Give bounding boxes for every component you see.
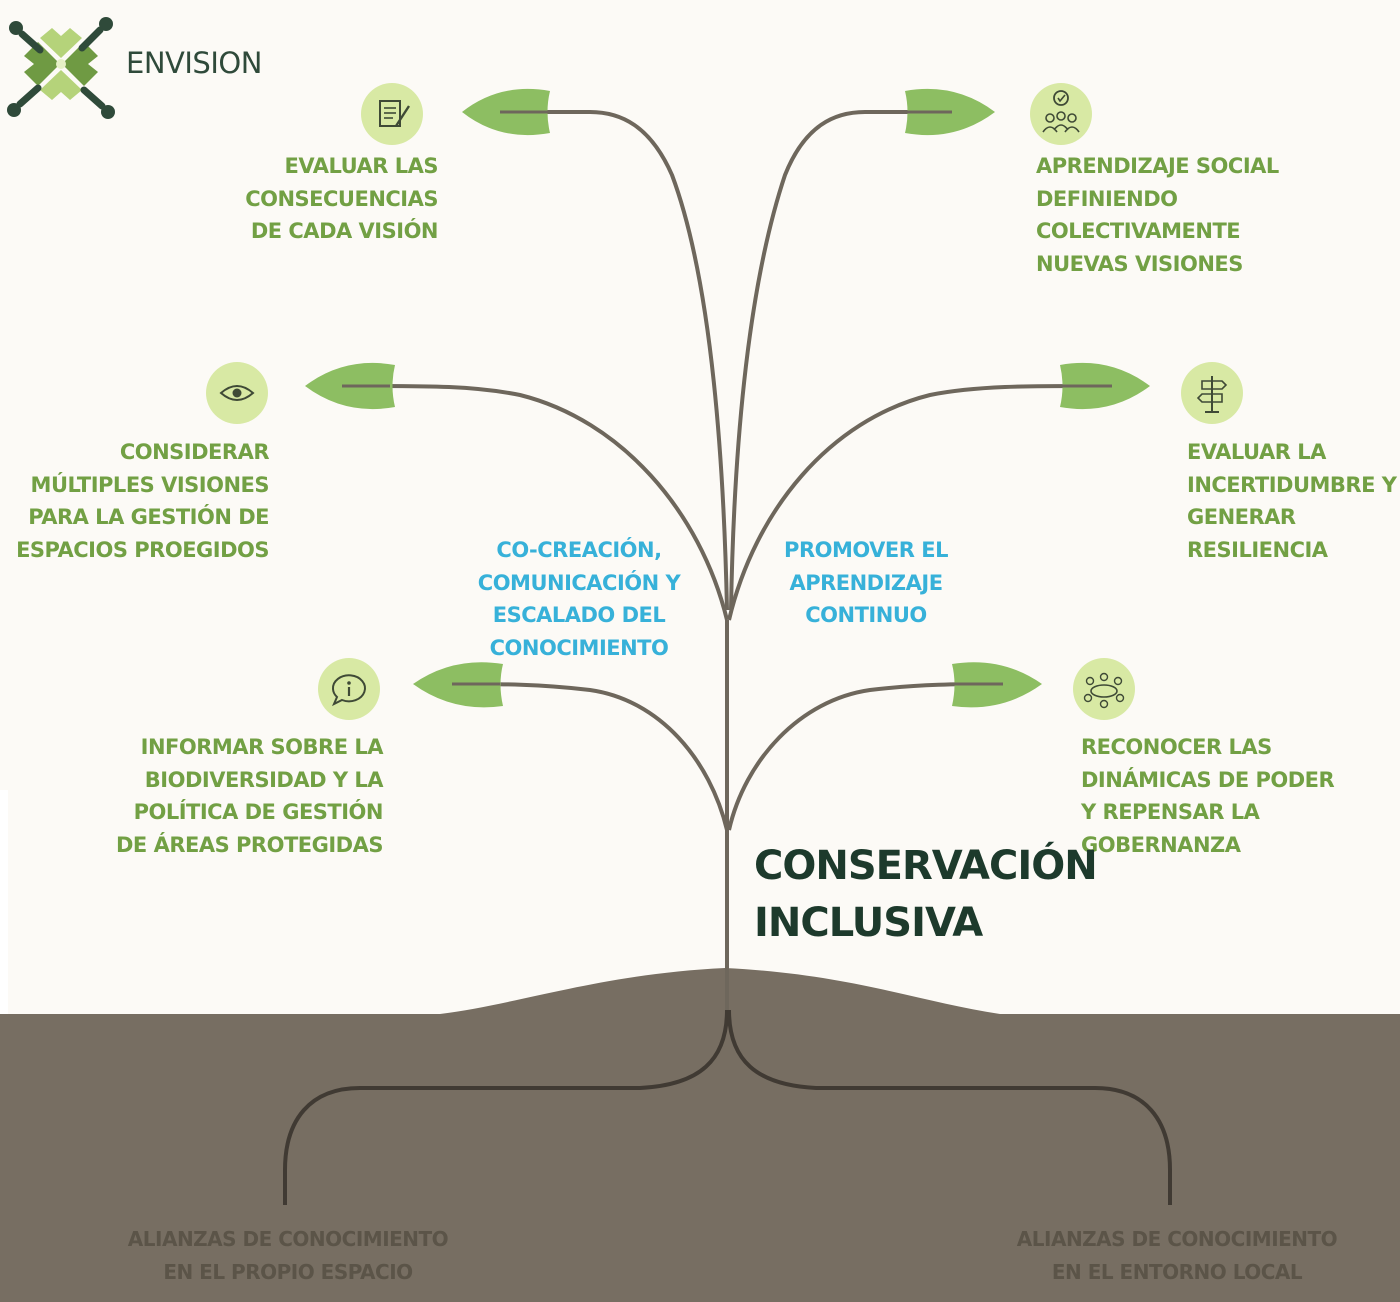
label-consider-multiple-visions: CONSIDERAR MÚLTIPLES VISIONES PARA LA GE… [16,440,269,562]
branch-middle-right [727,383,1111,621]
eye-icon [206,362,268,424]
label-co-creation: CO-CREACIÓN, COMUNICACIÓN Y ESCALADO DEL… [477,538,681,660]
leaf-middle-right [1060,362,1150,410]
leaf-lower-right [952,662,1042,708]
label-alliances-own-space: ALIANZAS DE CONOCIMIENTO EN EL PROPIO ES… [127,1227,449,1284]
root-left [283,1009,729,1205]
leaf-top-left [462,88,550,136]
leaf-top-right [905,88,995,136]
branch-top-right [729,110,950,611]
label-inform-biodiversity: INFORMAR SOBRE LA BIODIVERSIDAD Y LA POL… [116,735,384,857]
center-title-line2: INCLUSIVA [754,900,983,946]
center-title: CONSERVACIÓN INCLUSIVA [754,838,1098,952]
branch-lower-left [454,682,729,831]
document-pen-icon [361,83,423,145]
round-table-icon [1073,658,1135,720]
branch-middle-left [344,383,729,621]
signpost-icon [1181,362,1243,424]
leaf-middle-left [305,362,395,410]
root-right [727,1009,1172,1205]
brand-name: ENVISION [126,46,262,80]
center-title-line1: CONSERVACIÓN [754,843,1098,889]
group-discussion-icon [1030,83,1092,145]
label-alliances-local-environment: ALIANZAS DE CONOCIMIENTO EN EL ENTORNO L… [1016,1227,1338,1284]
label-recognize-power-dynamics: RECONOCER LAS DINÁMICAS DE PODER Y REPEN… [1081,735,1335,857]
leaf-lower-left [413,662,503,708]
label-social-learning: APRENDIZAJE SOCIAL DEFINIENDO COLECTIVAM… [1036,154,1279,276]
label-continuous-learning: PROMOVER EL APRENDIZAJE CONTINUO [784,538,948,627]
branch-top-left [500,110,729,611]
label-evaluate-uncertainty: EVALUAR LA INCERTIDUMBRE Y GENERAR RESIL… [1187,440,1397,562]
soil-ground [0,968,1400,1302]
info-bubble-icon [318,658,380,720]
label-evaluate-consequences: EVALUAR LAS CONSECUENCIAS DE CADA VISIÓN [245,154,438,243]
envision-logo-mark [7,17,115,119]
